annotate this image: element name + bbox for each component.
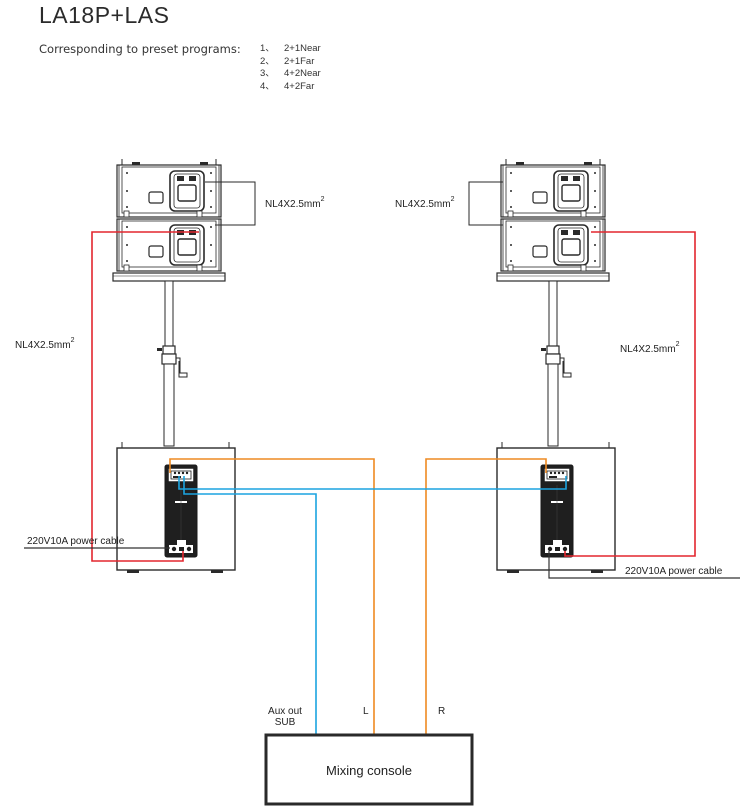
aux-link-cable [178,476,567,490]
link-cable-left-label: NL4X2.5mm2 [265,196,325,210]
preset-list: 1、2+1Near 2、2+1Far 3、4+2Near 4、4+2Far [260,43,321,93]
speaker-cable-right-label: NL4X2.5mm2 [620,341,680,355]
right-subwoofer [496,441,616,574]
preset-item: 4、4+2Far [260,80,315,92]
link-cable-left [205,181,256,226]
preset-item: 2、2+1Far [260,55,315,67]
signal-cable-r [425,458,547,738]
link-cable-right [468,181,503,226]
diagram-title: LA18P+LAS [39,2,170,28]
speaker-cable-right [564,231,696,557]
aux-sub-cable [183,476,317,738]
aux-out-label: Aux out [268,706,302,717]
right-line-array [497,159,609,446]
channel-l-label: L [363,706,369,717]
preset-programs-label: Corresponding to preset programs: [39,42,241,56]
preset-item: 1、2+1Near [260,43,321,54]
signal-cable-l [169,458,375,738]
power-cable-left-label: 220V10A power cable [27,536,125,547]
preset-item: 3、4+2Near [260,68,321,79]
left-line-array [113,159,225,446]
amplifier-panel-icon [540,464,574,558]
link-cable-right-label: NL4X2.5mm2 [395,196,455,210]
power-cable-right-label: 220V10A power cable [625,566,723,577]
speaker-cable-left [91,231,199,562]
speaker-cable-left-label: NL4X2.5mm2 [15,337,75,351]
channel-r-label: R [438,706,445,717]
left-subwoofer [116,441,236,574]
mixing-console-box [264,733,474,806]
line-array-cabinet-icon [497,159,609,446]
power-cable-right [548,551,740,579]
aux-sub-label: SUB [275,717,296,728]
amplifier-panel-icon [164,464,198,558]
mixing-console-label: Mixing console [326,763,412,778]
line-array-cabinet-icon [113,159,225,446]
